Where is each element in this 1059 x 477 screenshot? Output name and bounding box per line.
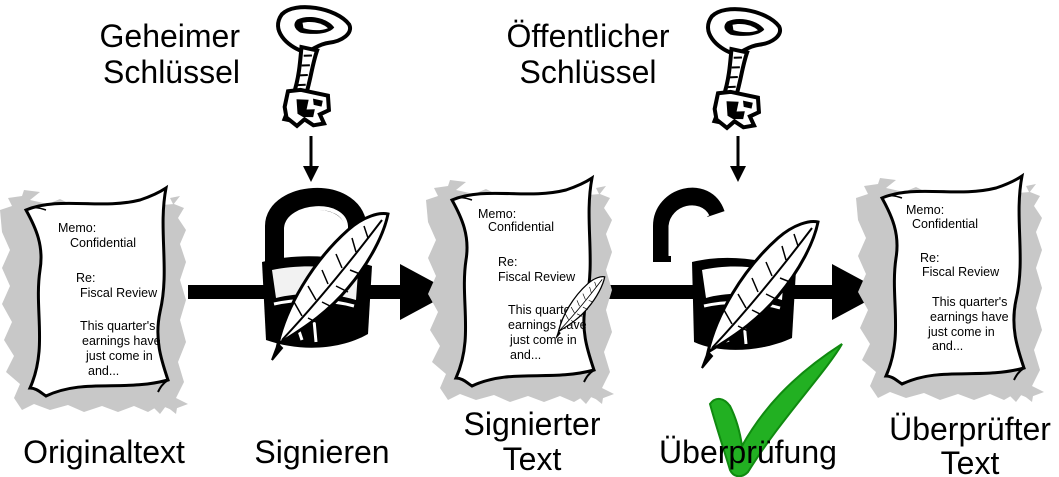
public-key-label-line1: Öffentlicher [506,18,669,54]
memo-line: Fiscal Review [80,286,158,300]
document-icon: Memo: Confidential Re: Fiscal Review Thi… [0,186,188,414]
arrow-head-1 [400,264,452,320]
memo-line: Fiscal Review [498,270,576,284]
memo-line: This quarter's [80,319,155,333]
secret-key-label-line1: Geheimer [100,18,241,54]
memo-line: Confidential [488,220,554,234]
verification-label: Überprüfung [659,434,837,470]
key-down-arrowhead-2 [730,166,746,182]
document-icon: Memo: Confidential Re: Fiscal Review Thi… [856,174,1044,402]
memo-line: Memo: [58,221,96,235]
memo-line: Re: [498,255,517,269]
memo-line: earnings have [82,334,161,348]
original-text-label: Originaltext [23,434,185,470]
memo-line: and... [510,348,541,362]
memo-line: This quarter's [932,295,1007,309]
memo-line: Confidential [912,217,978,231]
memo-line: just come in [85,349,153,363]
memo-line: Memo: [906,203,944,217]
memo-line: and... [932,339,963,353]
verified-text-label-line1: Überprüfter [889,411,1051,447]
key-icon [256,0,355,135]
key-down-arrowhead-1 [303,166,319,182]
memo-line: Memo: [478,207,516,221]
checkmark-icon [708,343,843,477]
signed-text-label-line2: Text [503,441,562,477]
public-key-label-line2: Schlüssel [520,54,657,90]
secret-key-label-line2: Schlüssel [103,54,240,90]
memo-line: earnings have [930,310,1009,324]
verified-text-label-line2: Text [941,445,1000,477]
memo-line: Re: [76,271,95,285]
signed-text-label-line1: Signierter [464,406,601,442]
memo-line: Fiscal Review [922,265,1000,279]
memo-line: and... [88,364,119,378]
memo-line: just come in [509,333,577,347]
memo-line: Re: [920,251,939,265]
signing-label: Signieren [254,434,389,470]
memo-line: just come in [927,325,995,339]
memo-line: Confidential [70,236,136,250]
key-icon [686,0,785,137]
